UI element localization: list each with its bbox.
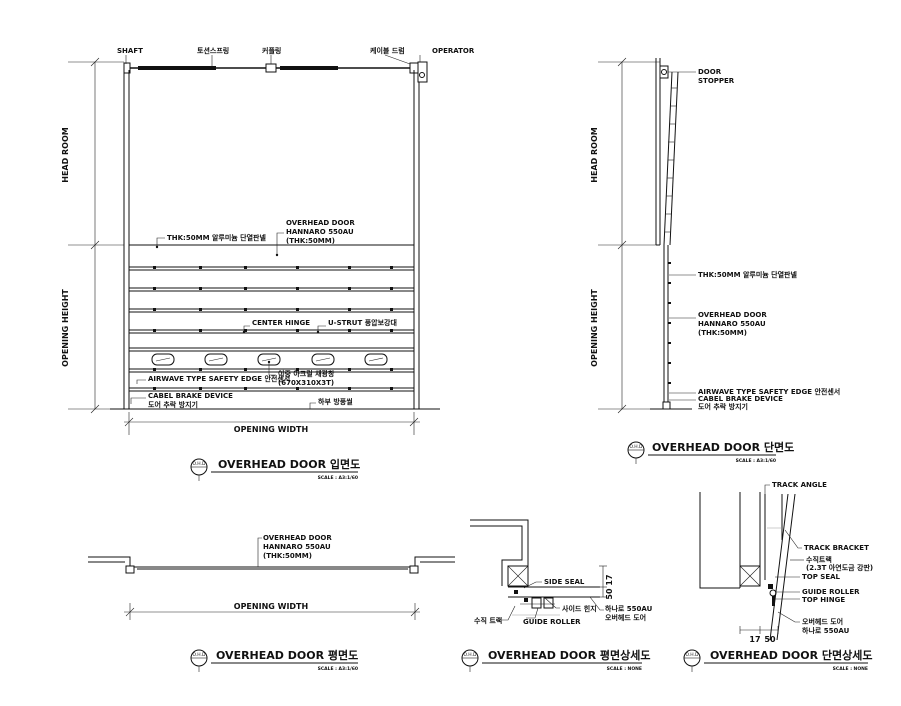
track-bracket-label: TRACK BRACKET bbox=[804, 544, 869, 552]
elevation-scale: SCALE : A3:1/60 bbox=[318, 475, 358, 481]
plan-detail-dim-17: 17 bbox=[605, 574, 614, 585]
plan-detail-title: OVERHEAD DOOR 평면상세도 bbox=[488, 648, 650, 662]
plan-view: OVERHEAD DOOR HANNARO 550AU (THK:50MM) O… bbox=[88, 534, 455, 672]
plan-title-block: O.H.D OVERHEAD DOOR 평면도 SCALE : A3:1/60 bbox=[190, 648, 358, 672]
section-head-room-label: HEAD ROOM bbox=[590, 127, 599, 183]
section-cable-brake-1: CABEL BRAKE DEVICE bbox=[698, 395, 783, 403]
plan-door-line2: HANNARO 550AU bbox=[263, 543, 331, 551]
section-detail-view: 17 50 TRACK ANGLE TRACK BRACKET 수직트랙 (2.… bbox=[683, 481, 873, 672]
section-airwave-label: AIRWAVE TYPE SAFETY EDGE 안전센서 bbox=[698, 387, 840, 396]
section-detail-title: OVERHEAD DOOR 단면상세도 bbox=[710, 648, 872, 662]
cable-brake-label-1: CABEL BRAKE DEVICE bbox=[148, 392, 233, 400]
svg-text:O.H.D: O.H.D bbox=[193, 652, 207, 658]
elevation-title-block: O.H.D OVERHEAD DOOR 입면도 SCALE : A3:1/60 bbox=[190, 457, 360, 481]
section-panel-thk-label: THK:50MM 알루미늄 단열판넬 bbox=[698, 270, 797, 279]
side-hinge-label: 사이드 힌지 bbox=[562, 604, 597, 613]
plan-title: OVERHEAD DOOR 평면도 bbox=[216, 648, 358, 662]
door-stopper-label-1: DOOR bbox=[698, 68, 722, 76]
svg-text:O.H.D: O.H.D bbox=[193, 461, 207, 467]
vertical-track-label: 수직 트랙 bbox=[474, 616, 502, 625]
panel-thk-label: THK:50MM 알루미늄 단열판넬 bbox=[167, 233, 266, 242]
cable-brake-label-2: 도어 추락 방지기 bbox=[148, 400, 198, 409]
plan-detail-title-block: O.H.D OVERHEAD DOOR 평면상세도 SCALE : NONE bbox=[461, 648, 650, 672]
svg-text:O.H.D: O.H.D bbox=[630, 444, 644, 450]
section-detail-model-2: 하나로 550AU bbox=[802, 626, 850, 635]
section-door-line3: (THK:50MM) bbox=[698, 329, 747, 337]
opening-width-label: OPENING WIDTH bbox=[234, 425, 308, 434]
top-seal-label: TOP SEAL bbox=[802, 573, 841, 581]
drum-left bbox=[123, 62, 131, 74]
door-model-line2: HANNARO 550AU bbox=[286, 228, 354, 236]
torsion-spring-left bbox=[138, 66, 216, 70]
svg-text:O.H.D: O.H.D bbox=[464, 652, 478, 658]
top-hinge-label: TOP HINGE bbox=[802, 596, 845, 604]
section-detail-dim-50: 50 bbox=[764, 635, 776, 644]
section-title-block: O.H.D OVERHEAD DOOR 단면도 SCALE : A3:1/60 bbox=[627, 440, 794, 464]
section-detail-dim-17: 17 bbox=[749, 635, 760, 644]
plan-door-line3: (THK:50MM) bbox=[263, 552, 312, 560]
opening-height-label: OPENING HEIGHT bbox=[61, 289, 70, 367]
section-view: HEAD ROOM OPENING HEIGHT bbox=[590, 57, 840, 464]
side-seal-label: SIDE SEAL bbox=[544, 578, 585, 586]
u-strut-label: U-STRUT 풍압보강대 bbox=[328, 318, 397, 327]
bottom-seal-label: 하부 방풍씰 bbox=[318, 397, 353, 406]
section-title: OVERHEAD DOOR 단면도 bbox=[652, 440, 794, 454]
plan-detail-view: 17 50 SIDE SEAL 사이드 힌지 하나로 550AU 오버헤드 도어… bbox=[461, 519, 653, 672]
elevation-view: HEAD ROOM OPENING HEIGHT bbox=[61, 46, 475, 481]
operator-label: OPERATOR bbox=[432, 47, 475, 55]
plan-opening-width: OPENING WIDTH bbox=[234, 602, 308, 611]
acrylic-label-2: (670X310X3T) bbox=[278, 379, 334, 387]
plan-detail-dim-50: 50 bbox=[605, 588, 614, 600]
section-door-line1: OVERHEAD DOOR bbox=[698, 311, 767, 319]
door-stopper-label-2: STOPPER bbox=[698, 77, 735, 85]
plan-detail-model-2: 오버헤드 도어 bbox=[605, 613, 646, 622]
torsion-spring-right bbox=[280, 66, 338, 70]
section-detail-guide-roller: GUIDE ROLLER bbox=[802, 588, 860, 596]
section-detail-vtrack-1: 수직트랙 bbox=[806, 555, 832, 564]
svg-text:O.H.D: O.H.D bbox=[686, 652, 700, 658]
track-angle-label: TRACK ANGLE bbox=[772, 481, 827, 489]
section-detail-vtrack-2: (2.3T 아연도금 강판) bbox=[806, 563, 873, 572]
hinge-dots bbox=[153, 266, 393, 390]
plan-detail-scale: SCALE : NONE bbox=[607, 666, 642, 672]
plan-scale: SCALE : A3:1/60 bbox=[318, 666, 358, 672]
shaft-label: SHAFT bbox=[117, 47, 143, 55]
elevation-title: OVERHEAD DOOR 입면도 bbox=[218, 457, 360, 471]
plan-detail-guide-roller: GUIDE ROLLER bbox=[523, 618, 581, 626]
coupling-label: 커플링 bbox=[262, 46, 281, 55]
center-hinge-label: CENTER HINGE bbox=[252, 319, 310, 327]
section-cable-brake-2: 도어 추락 방지기 bbox=[698, 402, 748, 411]
section-detail-model-1: 오버헤드 도어 bbox=[802, 617, 843, 626]
airwave-label: AIRWAVE TYPE SAFETY EDGE 안전센서 bbox=[148, 374, 290, 383]
plan-detail-model-1: 하나로 550AU bbox=[605, 604, 653, 613]
coupling bbox=[265, 63, 277, 73]
section-opening-height-label: OPENING HEIGHT bbox=[590, 289, 599, 367]
section-detail-title-block: O.H.D OVERHEAD DOOR 단면상세도 SCALE : NONE bbox=[683, 648, 872, 672]
plan-door-line1: OVERHEAD DOOR bbox=[263, 534, 332, 542]
door-model-line1: OVERHEAD DOOR bbox=[286, 219, 355, 227]
section-scale: SCALE : A3:1/60 bbox=[736, 458, 776, 464]
operator bbox=[417, 61, 428, 83]
cable-drum-label: 케이블 드럼 bbox=[370, 46, 405, 55]
section-door-line2: HANNARO 550AU bbox=[698, 320, 766, 328]
section-detail-scale: SCALE : NONE bbox=[833, 666, 868, 672]
head-room-label: HEAD ROOM bbox=[61, 127, 70, 183]
acrylic-label-1: 이중 아크릴 채광창 bbox=[278, 369, 335, 378]
door-model-line3: (THK:50MM) bbox=[286, 237, 335, 245]
torsion-spring-label: 토션스프링 bbox=[197, 46, 229, 55]
